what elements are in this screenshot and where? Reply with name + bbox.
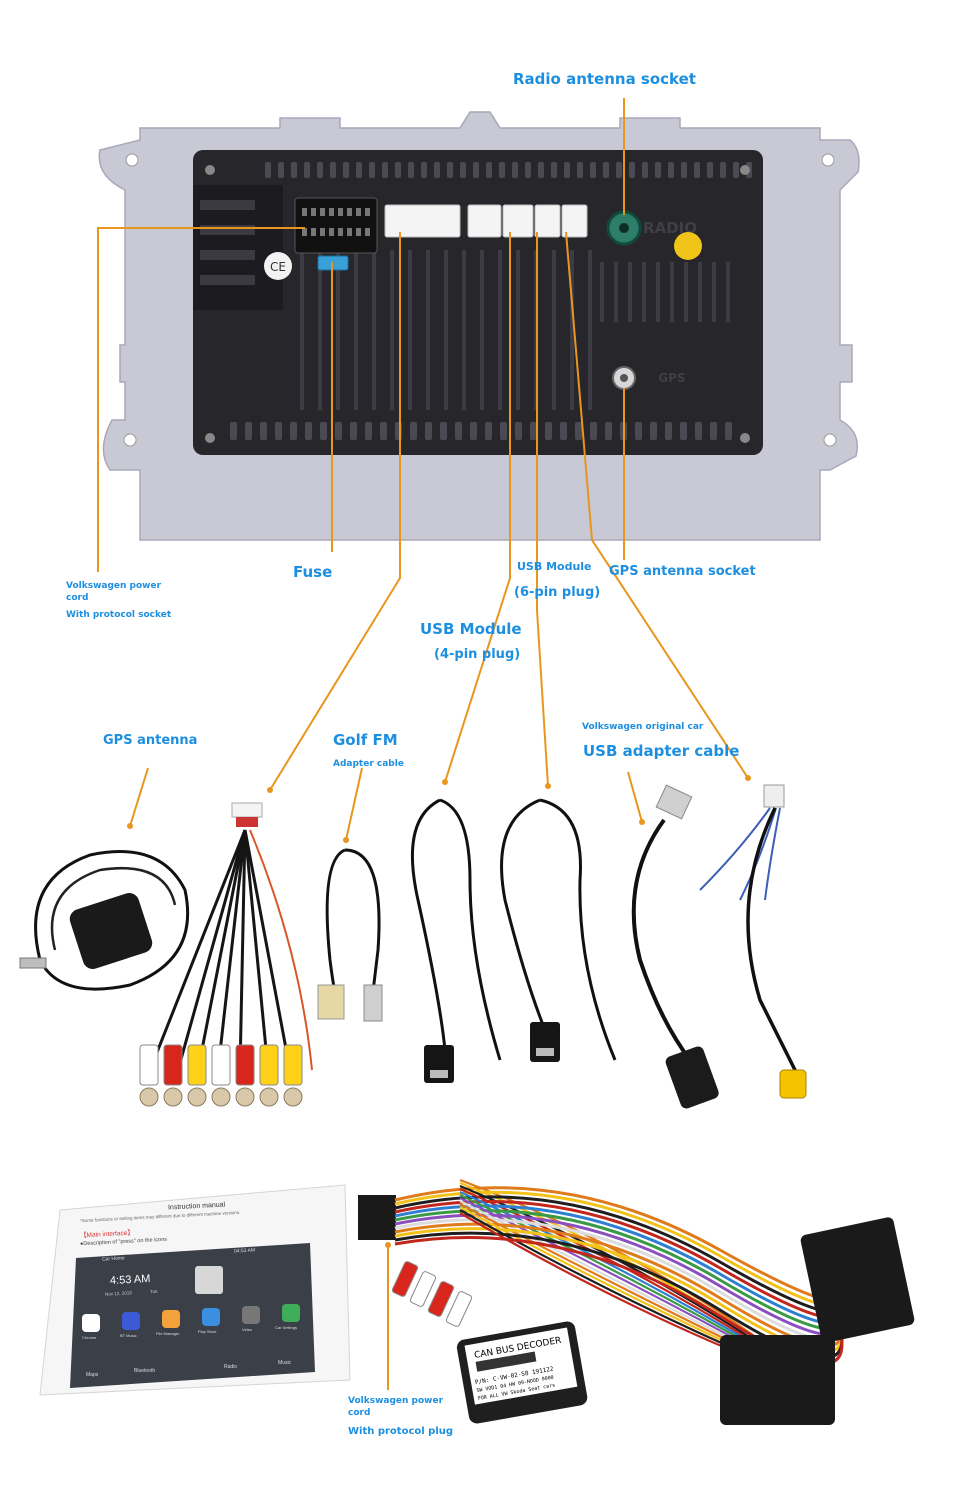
leader-power-socket: [97, 227, 305, 572]
label-gps-antenna-socket: GPS antenna socket: [609, 564, 756, 579]
svg-text:CE: CE: [270, 260, 286, 274]
app-label-3: Play Store: [198, 1329, 217, 1334]
app-label-2: File Manager: [156, 1331, 180, 1336]
screen-day: Tue: [149, 1288, 158, 1295]
connector-4pin-socket: [384, 204, 461, 238]
instruction-manual: [39, 1184, 351, 1396]
dock-bluetooth: Bluetooth: [134, 1368, 156, 1374]
leader-usb-adapter: [565, 231, 749, 779]
app-label-1: BT Music: [120, 1333, 137, 1338]
leader-4pin: [444, 232, 511, 783]
label-vw-power-cord2-2: cord: [348, 1408, 371, 1418]
camera-cable-accessory: [699, 784, 807, 1099]
screen-time: 4:53 AM: [109, 1272, 151, 1288]
gps-imprint: GPS: [658, 371, 685, 385]
vw-usb-adapter-accessory: [631, 784, 719, 1109]
label-vw-power-cord-1: Volkswagen power: [66, 581, 162, 591]
label-usb-4pin-2: (4-pin plug): [434, 647, 521, 662]
screw: [740, 165, 750, 175]
label-vw-power-cord-2: cord: [66, 593, 89, 603]
yellow-sticker: [674, 232, 702, 260]
quadlock-connector: [720, 1335, 835, 1425]
screw: [740, 433, 750, 443]
label-radio-antenna-socket: Radio antenna socket: [513, 70, 696, 88]
power-harness: CAN BUS DECODER P/N: C-VW-02-58 191122 S…: [358, 1178, 915, 1425]
power-protocol-socket: [294, 197, 378, 254]
leader-golf-fm: [269, 232, 401, 791]
bracket-hole: [123, 433, 137, 447]
app-label-0: Chrome: [82, 1335, 97, 1340]
label-adapter-cable: Adapter cable: [333, 759, 404, 769]
label-with-protocol-socket: With protocol socket: [66, 610, 172, 620]
app-label-4: Video: [242, 1327, 253, 1332]
iso-connector: [800, 1217, 915, 1343]
connector-6pin-socket-d: [561, 204, 588, 238]
label-usb-6pin-1: USB Module: [517, 560, 592, 573]
label-golf-fm: Golf FM: [333, 731, 398, 749]
radio-imprint: RADIO: [643, 219, 697, 237]
dock-maps: Maps: [86, 1372, 99, 1378]
bracket-hole: [125, 153, 139, 167]
label-vw-power-cord2-1: Volkswagen power: [348, 1396, 444, 1406]
label-vw-original-car: Volkswagen original car: [582, 722, 704, 732]
label-gps-antenna: GPS antenna: [103, 733, 198, 748]
dock-radio: Radio: [224, 1364, 238, 1370]
bracket-hole: [821, 153, 835, 167]
can-bus-decoder: CAN BUS DECODER P/N: C-VW-02-58 191122 S…: [456, 1321, 588, 1424]
screw: [205, 433, 215, 443]
rca-cable-accessory: [139, 802, 313, 1107]
usb-module-6pin-accessory: [500, 798, 617, 1062]
connector-6pin-socket-a: [467, 204, 502, 238]
connector-6pin-socket-c: [534, 204, 561, 238]
screw: [205, 165, 215, 175]
label-usb-4pin-1: USB Module: [420, 620, 522, 638]
gps-antenna-accessory: [19, 850, 190, 991]
leader-6pin: [536, 232, 549, 787]
usb-module-4pin-accessory: [410, 798, 502, 1083]
top-vents: [265, 162, 752, 178]
app-label-5: Car Settings: [275, 1325, 298, 1330]
head-unit: CE RADIO GPS: [98, 111, 860, 541]
leader-gps-antenna: [129, 767, 149, 827]
leader-dots: [127, 775, 751, 1248]
label-with-protocol-plug: With protocol plug: [348, 1426, 454, 1437]
golf-fm-adapter-accessory: [317, 848, 383, 1022]
harness-plug-left: [358, 1195, 396, 1240]
screen-car-home: Car Home: [101, 1255, 125, 1263]
screen-status-time: 04:53 AM: [233, 1247, 256, 1255]
label-usb-6pin-2: (6-pin plug): [514, 585, 601, 600]
connector-6pin-socket-b: [502, 204, 534, 238]
leader-vw-usb: [627, 771, 643, 823]
leader-adapter-cable: [345, 767, 363, 841]
label-fuse: Fuse: [293, 563, 333, 581]
bracket-hole: [823, 433, 837, 447]
leader-lines: [97, 98, 749, 1390]
dock-music: Music: [278, 1360, 292, 1366]
sticker: [264, 252, 292, 280]
label-usb-adapter-cable: USB adapter cable: [583, 742, 740, 760]
